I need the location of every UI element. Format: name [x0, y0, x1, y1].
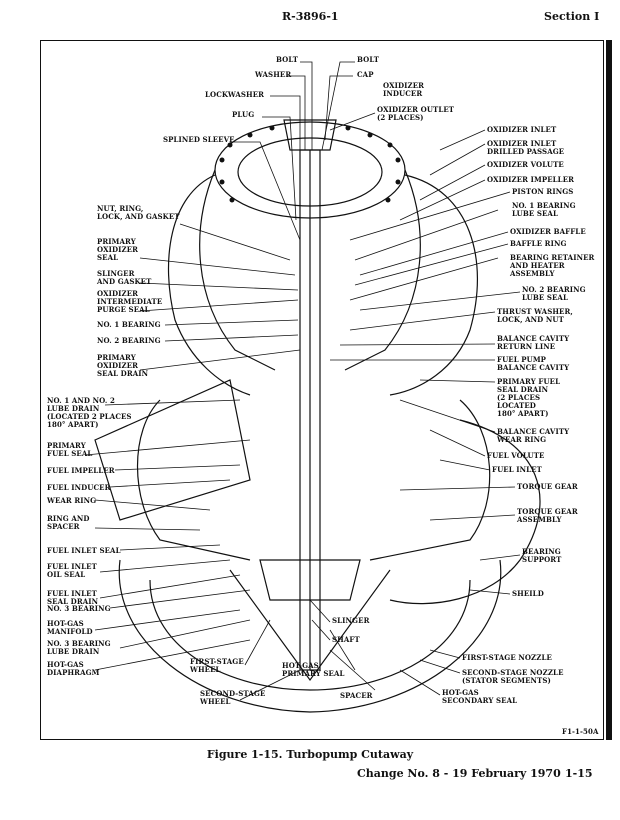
callout-fuel-inlet-oil: FUEL INLET OIL SEAL	[47, 562, 97, 579]
callout-hot-gas-secondary: HOT-GAS SECONDARY SEAL	[442, 688, 518, 705]
oxidizer-volute-outline	[199, 169, 421, 371]
turbine-hub	[259, 559, 361, 601]
callout-bearing3-drain: NO. 3 BEARING LUBE DRAIN	[47, 639, 111, 656]
callout-bearing1: NO. 1 BEARING	[97, 320, 161, 329]
callout-torque-gear: TORQUE GEAR	[517, 482, 578, 491]
callout-wear-ring: WEAR RING	[47, 496, 97, 505]
callout-washer: WASHER	[255, 70, 292, 79]
callout-fuel-inducer: FUEL INDUCER	[47, 483, 111, 492]
callout-bearing-support: BEARING SUPPORT	[522, 547, 562, 564]
callout-shaft: SHAFT	[332, 635, 360, 644]
callout-fuel-pump-balance: FUEL PUMP BALANCE CAVITY	[497, 355, 570, 372]
callout-splined: SPLINED SLEEVE	[163, 135, 235, 144]
callout-slinger-gasket: SLINGER AND GASKET	[97, 269, 152, 286]
callout-bearing2-lube: NO. 2 BEARING LUBE SEAL	[522, 285, 586, 302]
turbine-cone	[229, 569, 391, 682]
callout-fuel-inlet-seal: FUEL INLET SEAL	[47, 546, 121, 555]
callout-prim-fuel-drain: PRIMARY FUEL SEAL DRAIN (2 PLACES LOCATE…	[497, 377, 561, 418]
doc-number: R-3896-1	[282, 10, 339, 23]
section-label: Section I	[544, 10, 600, 23]
callout-ox-inlet-drilled: OXIDIZER INLET DRILLED PASSAGE	[487, 139, 565, 156]
oxidizer-volute-lobe-left	[167, 174, 251, 396]
callout-shield: SHEILD	[512, 589, 544, 598]
callout-ox-purge: OXIDIZER INTERMEDIATE PURGE SEAL	[97, 289, 163, 314]
callout-bolt-a: BOLT	[276, 55, 299, 64]
callout-spacer: SPACER	[340, 691, 373, 700]
fuel-inlet-duct	[94, 379, 251, 521]
callout-prim-ox-seal: PRIMARY OXIDIZER SEAL	[97, 237, 139, 262]
figure-id: F1-1-50A	[562, 727, 599, 736]
callout-piston-rings: PISTON RINGS	[512, 187, 574, 196]
callout-bearing2: NO. 2 BEARING	[97, 336, 161, 345]
callout-plug: PLUG	[232, 110, 255, 119]
change-notice: Change No. 8 - 19 February 1970	[357, 767, 561, 780]
callout-fuel-inlet: FUEL INLET	[492, 465, 542, 474]
callout-ox-impeller: OXIDIZER IMPELLER	[487, 175, 575, 184]
callout-bearing3: NO. 3 BEARING	[47, 604, 111, 613]
fuel-volute	[389, 419, 541, 605]
callout-fuel-volute: FUEL VOLUTE	[487, 451, 545, 460]
callout-second-stage-nozzle: SECOND-STAGE NOZZLE (STATOR SEGMENTS)	[462, 668, 564, 685]
callout-lube-drain12: NO. 1 AND NO. 2 LUBE DRAIN (LOCATED 2 PL…	[47, 396, 132, 429]
page-number: 1-15	[565, 767, 593, 780]
callout-hot-gas-manifold: HOT-GAS MANIFOLD	[47, 619, 93, 636]
figure-frame	[40, 40, 604, 740]
callout-first-stage-wheel: FIRST-STAGE WHEEL	[190, 657, 244, 674]
callout-ox-inlet: OXIDIZER INLET	[487, 125, 557, 134]
callout-ox-inducer: OXIDIZER INDUCER	[383, 81, 425, 98]
callout-slinger: SLINGER	[332, 616, 370, 625]
callout-ox-baffle: OXIDIZER BAFFLE	[510, 227, 586, 236]
figure-caption: Figure 1-15. Turbopump Cutaway	[206, 748, 414, 761]
callout-second-stage-wheel: SECOND-STAGE WHEEL	[200, 689, 266, 706]
callout-thrust-washer: THRUST WASHER, LOCK, AND NUT	[497, 307, 573, 324]
callout-balance-wear: BALANCE CAVITY WEAR RING	[497, 427, 570, 444]
callout-hot-gas-primary: HOT-GAS PRIMARY SEAL	[282, 661, 345, 678]
callout-hot-gas-diaph: HOT-GAS DIAPHRAGM	[47, 660, 100, 677]
turbine-shield	[118, 559, 502, 713]
callout-ox-volute: OXIDIZER VOLUTE	[487, 160, 564, 169]
fuel-pump-housing	[137, 399, 491, 561]
callout-prim-fuel-seal: PRIMARY FUEL SEAL	[47, 441, 93, 458]
turbine-manifold	[149, 579, 471, 691]
callout-ring-spacer: RING AND SPACER	[47, 514, 90, 531]
callout-prim-ox-drain: PRIMARY OXIDIZER SEAL DRAIN	[97, 353, 149, 378]
callout-lockwasher: LOCKWASHER	[205, 90, 265, 99]
callout-torque-gear-asm: TORQUE GEAR ASSEMBLY	[517, 507, 578, 524]
callout-ox-outlet: OXIDIZER OUTLET (2 PLACES)	[377, 105, 455, 122]
oxidizer-inducer	[283, 119, 337, 151]
callout-balance-return: BALANCE CAVITY RETURN LINE	[497, 334, 570, 351]
callout-bearing1-lube: NO. 1 BEARING LUBE SEAL	[512, 201, 576, 218]
change-bar	[606, 40, 612, 740]
callout-fuel-impeller: FUEL IMPELLER	[47, 466, 115, 475]
callout-baffle-ring: BAFFLE RING	[510, 239, 567, 248]
callout-cap: CAP	[357, 70, 374, 79]
callout-fuel-inlet-drain: FUEL INLET SEAL DRAIN	[47, 589, 99, 606]
callout-nut-ring: NUT, RING, LOCK, AND GASKET	[97, 204, 180, 221]
callout-first-stage-nozzle: FIRST-STAGE NOZZLE	[462, 653, 552, 662]
callout-bearing-retainer: BEARING RETAINER AND HEATER ASSEMBLY	[510, 253, 595, 278]
callout-bolt-b: BOLT	[357, 55, 380, 64]
